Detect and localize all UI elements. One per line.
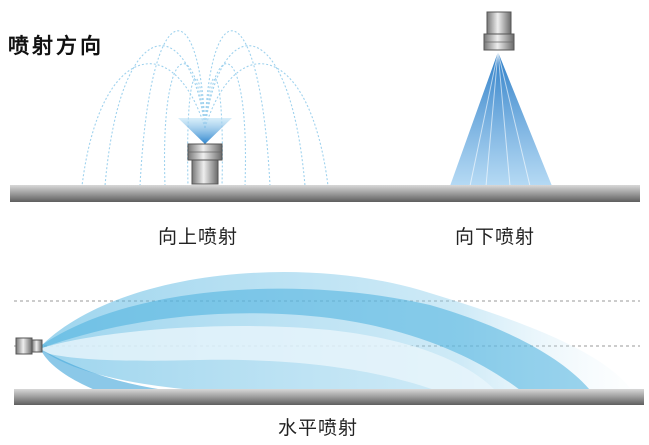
downward-spray-streaks [469, 51, 531, 187]
top-pipe [10, 185, 640, 202]
horizontal-spray-plume [42, 272, 640, 396]
bottom-pipe [14, 389, 644, 405]
horizontal-spray-caption: 水平喷射 [278, 417, 359, 439]
downward-spray-cone [450, 52, 552, 186]
page-title: 喷射方向 [8, 34, 104, 58]
horizontal-nozzle [15, 337, 43, 355]
upward-nozzle [187, 143, 223, 185]
upward-spray-caption: 向上喷射 [158, 226, 239, 248]
upward-spray-fan [178, 118, 232, 144]
downward-nozzle [483, 11, 515, 51]
upward-spray-fountain [81, 30, 329, 187]
downward-spray-caption: 向下喷射 [455, 226, 536, 248]
